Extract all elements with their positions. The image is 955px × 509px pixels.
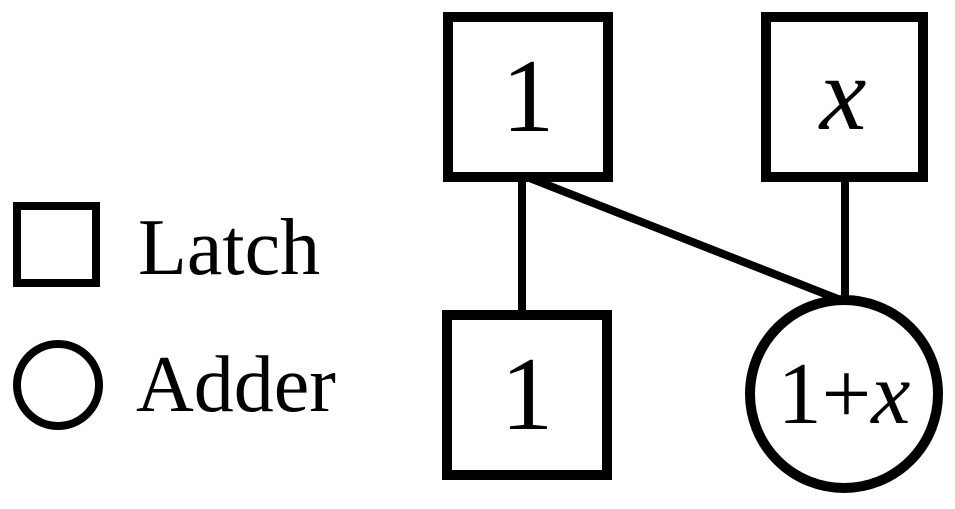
node-latch-1-top: 1 (443, 12, 613, 182)
circle-adder-icon (13, 340, 103, 430)
legend-label-adder: Adder (136, 341, 336, 429)
node-group: 1 x 1 1+x (442, 12, 943, 493)
node-label-variable: x (869, 346, 910, 443)
node-label: x (818, 35, 867, 152)
square-latch-icon (13, 202, 100, 287)
node-label: 1 (502, 37, 555, 154)
legend-label-latch: Latch (138, 204, 320, 292)
legend: Latch Adder (13, 202, 336, 430)
adder-circle-icon (745, 295, 943, 493)
legend-item-latch: Latch (13, 202, 320, 292)
latch-square-icon (443, 12, 613, 182)
latch-square-icon (442, 310, 612, 480)
node-latch-x-top: x (761, 12, 928, 182)
node-label: 1 (501, 335, 554, 452)
node-label: 1+x (778, 346, 911, 443)
edge-latch1top-to-adder (525, 173, 845, 305)
latch-square-icon (761, 12, 928, 182)
node-adder-1-plus-x: 1+x (745, 295, 943, 493)
edge-group (518, 173, 849, 320)
node-label-prefix: 1+ (778, 346, 872, 443)
legend-item-adder: Adder (13, 340, 336, 430)
node-latch-1-bottom: 1 (442, 310, 612, 480)
